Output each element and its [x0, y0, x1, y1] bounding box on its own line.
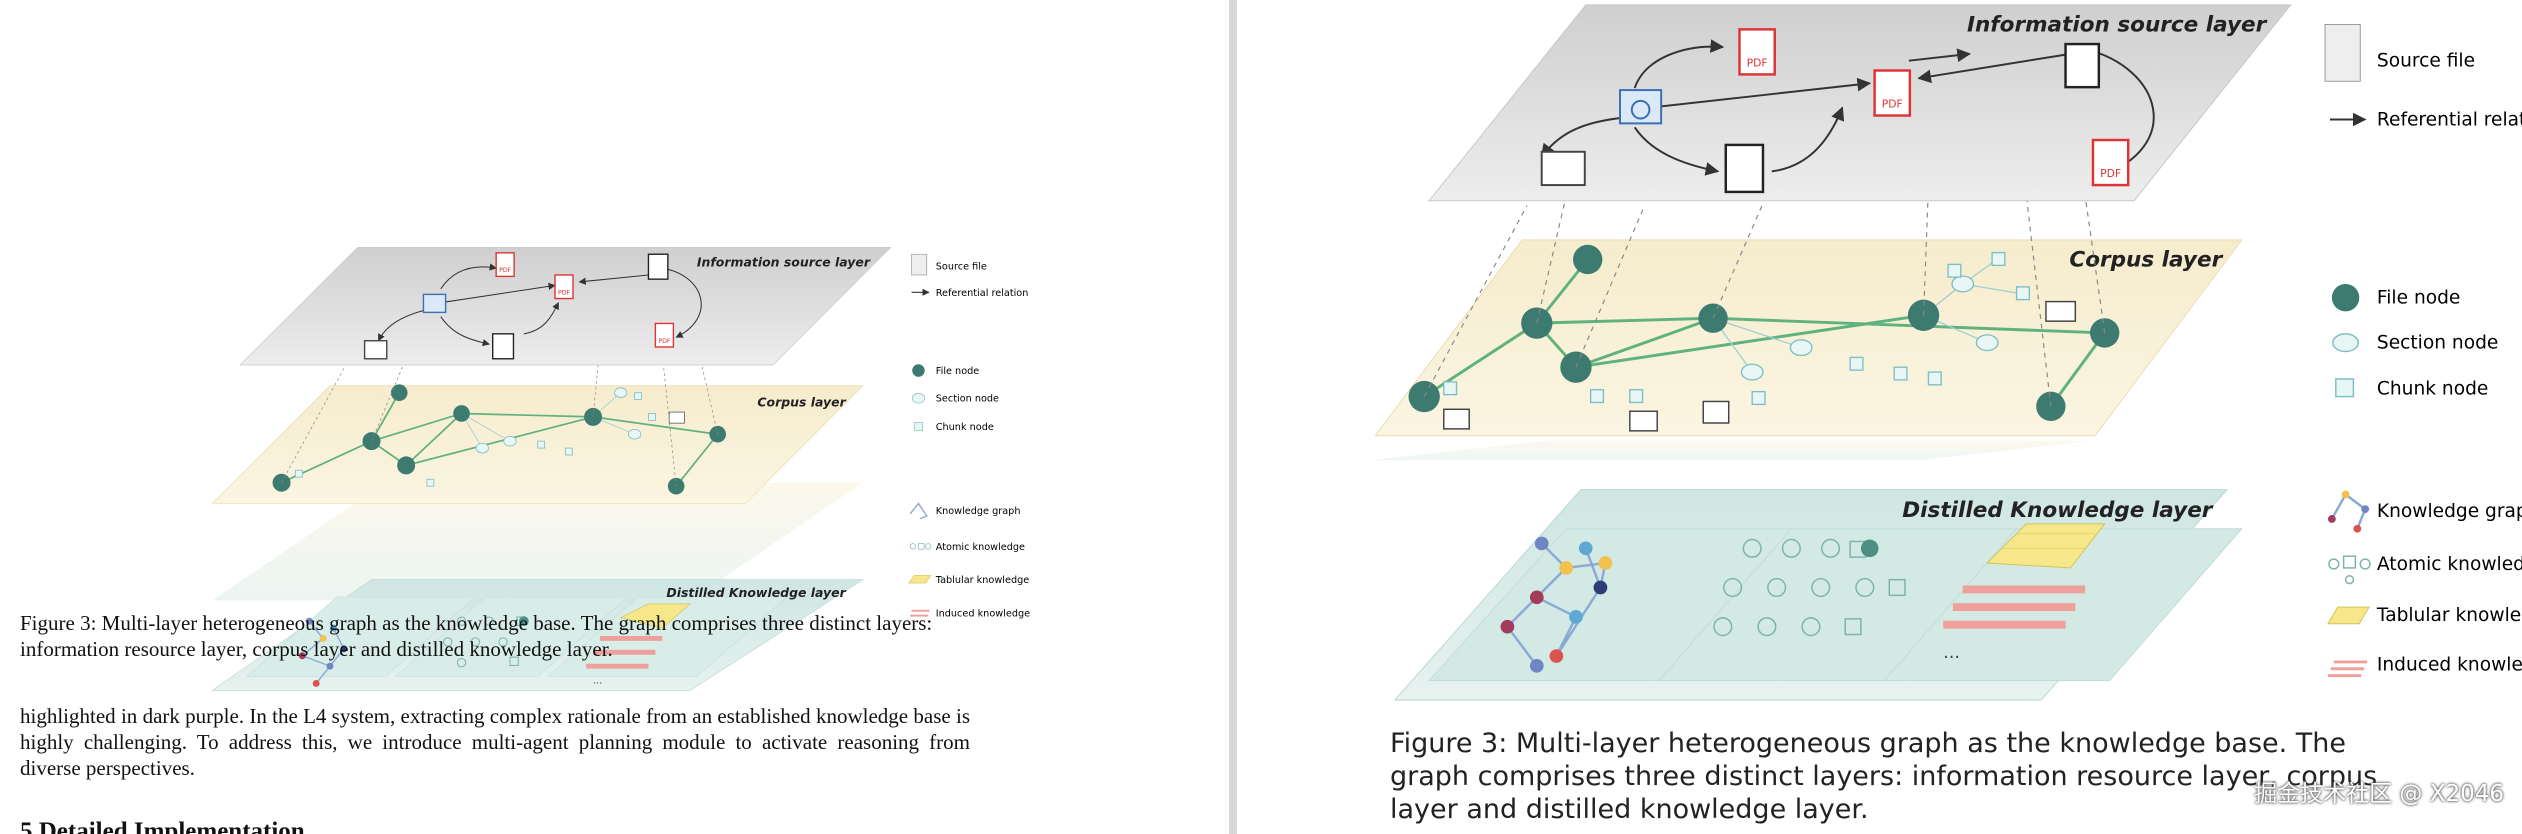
spreadsheet-file-icon [492, 333, 515, 360]
corpus-layer-title: Corpus layer [2069, 247, 2223, 272]
chunk-node-legend-icon [2335, 378, 2355, 398]
figure-caption: Figure 3: Multi-layer heterogeneous grap… [20, 611, 933, 661]
tabular-knowledge-legend-icon [2327, 606, 2370, 625]
section-heading: 5 Detailed Implementation [20, 818, 305, 834]
corpus-layer: Corpus layer [211, 384, 864, 504]
file-node-legend-icon [912, 364, 925, 377]
legend-section-node: Section node [2377, 333, 2498, 354]
legend-chunk-node: Chunk node [2377, 379, 2488, 400]
legend-chunk-node: Chunk node [936, 422, 994, 433]
legend-knowledge-graph: Knowledge graph [936, 506, 1021, 517]
distilled-layer-title: Distilled Knowledge layer [666, 585, 846, 600]
legend-referential-relation: Referential relation [2377, 109, 2522, 130]
legend-file-node: File node [936, 366, 980, 377]
legend-tabular-knowledge: Tablular knowledge [2376, 605, 2522, 626]
layer-connectors [281, 344, 719, 487]
source-file-legend-icon [2324, 23, 2361, 82]
pdf-icon: PDF [2091, 138, 2130, 187]
knowledge-graph-legend-icon [909, 502, 928, 520]
section-node-legend-icon [2332, 333, 2360, 353]
pdf-icon: PDF [495, 252, 515, 278]
text-file-icon [2064, 42, 2101, 89]
watermark: 掘金技术社区 @ X2046 [2254, 781, 2504, 807]
svg-text:PDF: PDF [558, 289, 571, 296]
right-figure: Distilled Knowledge layer [1370, 4, 2522, 701]
image-file-icon [1540, 150, 1586, 187]
legend-induced-knowledge: Induced knowledge [2377, 655, 2522, 676]
figure-legend: Source file Referential relation File no… [908, 253, 1030, 619]
layer-connectors [1423, 186, 2106, 407]
text-file-icon [647, 253, 669, 280]
svg-text:PDF: PDF [1747, 57, 1768, 70]
corpus-layer-title: Corpus layer [757, 395, 846, 410]
distilled-layer: Distilled Knowledge layer ... [211, 482, 865, 691]
figure-legend: Source file Referential relation File no… [2324, 23, 2522, 678]
legend-source-file: Source file [2377, 51, 2475, 72]
file-node-legend-icon [2331, 283, 2360, 312]
right-figure-zoom: Distilled Knowledge layer [1237, 0, 2522, 834]
svg-text:PDF: PDF [1882, 98, 1903, 111]
info-layer-title: Information source layer [1967, 12, 2268, 37]
source-file-legend-icon [911, 253, 928, 276]
svg-text:PDF: PDF [499, 267, 512, 274]
induced-knowledge-legend-icon [2327, 660, 2368, 678]
pdf-icon: PDF [1873, 69, 1912, 117]
legend-referential-relation: Referential relation [936, 288, 1029, 299]
corpus-layer: Corpus layer [1374, 239, 2243, 437]
distilled-layer: Distilled Knowledge layer [1370, 440, 2243, 701]
svg-text:PDF: PDF [2100, 167, 2121, 180]
figure-caption: Figure 3: Multi-layer heterogeneous grap… [1390, 728, 2378, 825]
legend-file-node: File node [2377, 288, 2460, 309]
info-layer-title: Information source layer [697, 255, 871, 270]
svg-text:PDF: PDF [658, 338, 671, 345]
legend-atomic-knowledge: Atomic knowledge [936, 542, 1025, 553]
distilled-layer-title: Distilled Knowledge layer [1902, 498, 2214, 523]
pdf-icon: PDF [654, 322, 675, 348]
knowledge-graph-legend-icon [2327, 490, 2370, 533]
legend-section-node: Section node [936, 394, 999, 405]
spreadsheet-file-icon [1724, 143, 1765, 194]
web-icon [422, 293, 447, 314]
induced-knowledge-legend-icon [910, 609, 930, 617]
chunk-node-legend-icon [913, 422, 923, 432]
legend-knowledge-graph: Knowledge graph [2377, 501, 2522, 522]
info-source-layer: Information source layer PDF PDF PDF [1428, 4, 2292, 202]
legend-induced-knowledge: Induced knowledge [936, 608, 1030, 619]
legend-atomic-knowledge: Atomic knowledge [2377, 554, 2522, 575]
left-paper-page: Distilled Knowledge layer ... [0, 0, 1229, 834]
pane-divider [1229, 0, 1237, 834]
image-file-icon [363, 340, 388, 360]
atomic-knowledge-legend-icon [2328, 555, 2371, 585]
legend-source-file: Source file [936, 261, 987, 272]
pdf-icon: PDF [554, 274, 574, 300]
distilled-ellipsis: ... [593, 675, 602, 686]
body-paragraph: highlighted in dark purple. In the L4 sy… [20, 704, 970, 780]
section-node-legend-icon [911, 393, 926, 404]
atomic-knowledge-legend-icon [909, 543, 932, 550]
distilled-ellipsis: ... [1943, 643, 1960, 663]
tabular-knowledge-legend-icon [908, 575, 932, 584]
web-icon [1619, 89, 1663, 125]
pdf-icon: PDF [1738, 28, 1776, 76]
legend-tabular-knowledge: Tablular knowledge [935, 575, 1029, 586]
info-source-layer: Information source layer PDF PDF PDF [239, 246, 892, 366]
left-figure: Distilled Knowledge layer ... [211, 246, 1030, 691]
